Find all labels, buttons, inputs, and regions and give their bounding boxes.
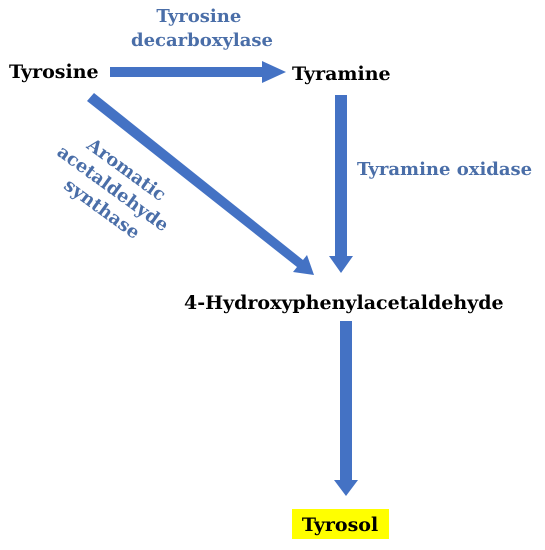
arrow-tyramine-to-aldehyde — [329, 95, 353, 273]
node-hydroxyphenylacetaldehyde: 4-Hydroxyphenylacetaldehyde — [184, 292, 504, 314]
arrows — [87, 61, 358, 496]
node-tyrosol: Tyrosol — [302, 514, 378, 536]
arrow-aldehyde-to-tyrosol — [334, 321, 358, 496]
enzyme-tyrosine-decarboxylase-line-2: decarboxylase — [131, 30, 273, 51]
enzyme-tyrosine-decarboxylase: Tyrosine decarboxylase — [131, 6, 273, 51]
arrow-tyrosine-to-tyramine — [110, 61, 286, 83]
arrow-tyrosine-to-aldehyde — [87, 93, 314, 275]
node-tyrosine: Tyrosine — [9, 61, 99, 83]
enzyme-tyramine-oxidase: Tyramine oxidase — [357, 159, 532, 180]
enzyme-aromatic-acetaldehyde-synthase-text: Aromatic acetaldehyde synthase — [39, 123, 191, 259]
tyrosol-highlight — [292, 509, 389, 539]
enzyme-tyrosine-decarboxylase-line-1: Tyrosine — [156, 6, 241, 27]
enzyme-aromatic-acetaldehyde-synthase: Aromatic acetaldehyde synthase — [39, 123, 191, 259]
node-tyramine: Tyramine — [292, 63, 391, 85]
